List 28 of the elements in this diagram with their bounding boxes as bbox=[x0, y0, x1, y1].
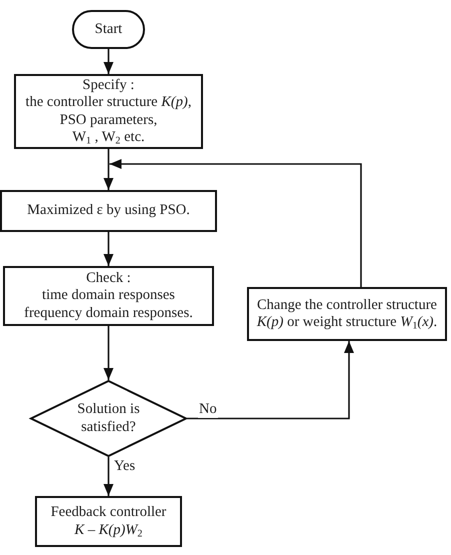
box-heading: Check : bbox=[86, 270, 131, 288]
arrow bbox=[104, 232, 114, 266]
arrow bbox=[104, 149, 114, 190]
process-box bbox=[247, 287, 447, 341]
edge-label: No bbox=[198, 402, 218, 418]
box-text: Change the controller structure K(p) or weight structure W$_{1}$(x). bbox=[256, 296, 438, 332]
arrow bbox=[104, 457, 114, 496]
decision-diamond bbox=[30, 380, 187, 457]
process-box bbox=[14, 74, 203, 149]
box-text: frequency domain responses. bbox=[24, 304, 193, 322]
box-text: Solution is satisfied? bbox=[76, 401, 141, 436]
arrow bbox=[104, 49, 114, 74]
process-box bbox=[0, 190, 217, 232]
box-text: Start bbox=[94, 20, 122, 38]
box-text: time domain responses bbox=[42, 287, 175, 305]
start-terminal bbox=[72, 10, 145, 49]
arrow bbox=[187, 341, 354, 420]
box-text: W$_{1}$ , W$_{2}$ etc. bbox=[72, 128, 145, 146]
arrow bbox=[104, 326, 114, 380]
box-heading: Feedback controller bbox=[50, 504, 166, 522]
box-text: K – K(p)W$_{2}$ bbox=[74, 522, 142, 539]
box-heading: Specify : bbox=[82, 76, 134, 94]
process-box bbox=[3, 266, 214, 326]
box-text: PSO parameters, bbox=[60, 112, 158, 129]
box-text: Maximized ε by using PSO. bbox=[27, 202, 190, 220]
box-text: the controller structure K(p), bbox=[26, 94, 192, 112]
process-box bbox=[35, 496, 182, 547]
arrow bbox=[110, 159, 362, 287]
